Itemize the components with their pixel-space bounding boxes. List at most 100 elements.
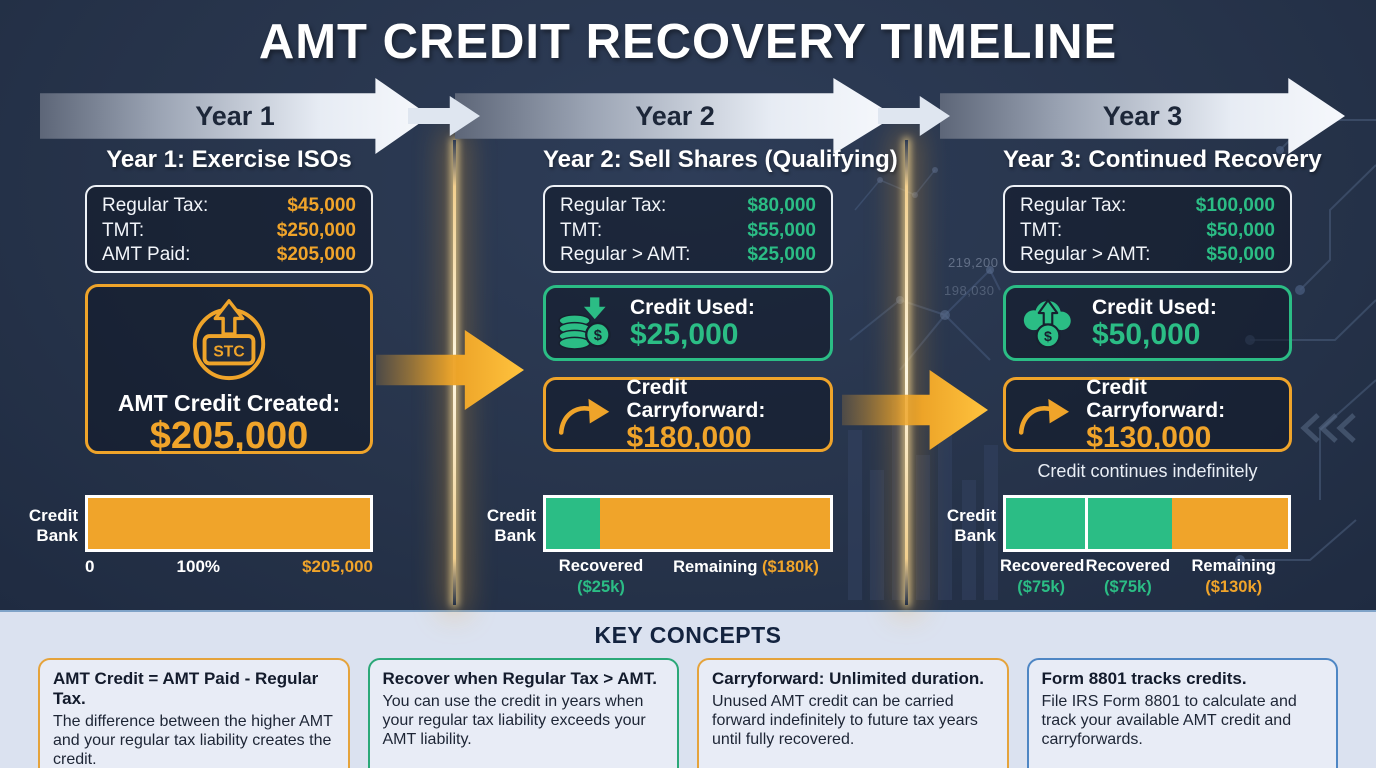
concept-body: You can use the credit in years when you… <box>382 693 646 749</box>
bar-segment-recovered <box>546 498 600 549</box>
axis-label: 0 <box>85 557 95 576</box>
concept-title: Carryforward: Unlimited duration. <box>712 669 985 688</box>
concept-body: File IRS Form 8801 to calculate and trac… <box>1041 693 1297 749</box>
credit-carryforward-box: Credit Carryforward: $180,000 <box>543 376 833 454</box>
tax-label: Regular Tax: <box>560 195 667 216</box>
bar-segment-recovered-2 <box>1084 498 1173 549</box>
credit-used-box: $ Credit Used: $25,000 <box>543 285 833 361</box>
tax-row: Regular > AMT: $50,000 <box>1020 243 1275 268</box>
tax-row: Regular Tax: $45,000 <box>102 194 356 219</box>
bank-axis-labels: 0 100% $205,000 <box>85 557 373 577</box>
tax-value: $100,000 <box>1195 195 1275 216</box>
credit-bank-bar-year3 <box>1003 495 1291 552</box>
axis-label: 100% <box>176 557 221 576</box>
concept-title: Form 8801 tracks credits. <box>1041 669 1247 688</box>
bar-segment <box>88 498 370 549</box>
credit-bank-label: Credit Bank <box>28 506 78 545</box>
segment-label: Remaining ($130k) <box>1191 557 1276 596</box>
tax-value: $250,000 <box>276 219 356 241</box>
year-banner-arrow-1: Year 1 <box>40 78 430 154</box>
bar-segment-remaining <box>1172 498 1288 549</box>
column-header: Year 3: Continued Recovery <box>1003 146 1322 173</box>
amt-credit-created-box: STC AMT Credit Created: $205,000 <box>85 284 373 457</box>
coin-stack-down-arrow-icon: $ <box>558 297 611 350</box>
credit-used-box: $ Credit Used: $50,000 <box>1003 285 1292 361</box>
banner-year-label: Year 3 <box>1102 101 1183 131</box>
concept-card: AMT Credit = AMT Paid - Regular Tax. The… <box>38 658 350 768</box>
credit-used-label: Credit Used: <box>1092 295 1217 319</box>
credit-used-label: Credit Used: <box>630 295 755 319</box>
key-concepts-cards: AMT Credit = AMT Paid - Regular Tax. The… <box>38 658 1338 768</box>
concept-card: Recover when Regular Tax > AMT. You can … <box>367 658 679 768</box>
concept-card: Form 8801 tracks credits. File IRS Form … <box>1026 658 1338 768</box>
flow-arrow-icon <box>842 370 988 450</box>
carryforward-text: Credit Carryforward: $180,000 <box>626 376 820 454</box>
tax-label: TMT: <box>102 219 145 241</box>
cloud-up-arrow-icon: $ <box>1023 299 1071 349</box>
page-title: AMT CREDIT RECOVERY TIMELINE <box>258 15 1118 69</box>
banner-connector-arrow-icon <box>878 96 950 136</box>
year-banner-arrow-2: Year 2 <box>455 78 895 154</box>
curved-arrow-icon <box>1018 398 1070 435</box>
bank-segment-labels: Recovered ($75k) Recovered ($75k) Remain… <box>1000 556 1294 597</box>
tax-row: AMT Paid: $205,000 <box>102 243 356 268</box>
tax-label: TMT: <box>560 219 603 241</box>
tax-row: Regular Tax: $80,000 <box>560 194 816 219</box>
key-concepts-section: KEY CONCEPTS AMT Credit = AMT Paid - Reg… <box>0 610 1376 768</box>
tax-label: Regular Tax: <box>102 195 209 216</box>
svg-text:$: $ <box>594 328 602 344</box>
segment-label: Recovered ($25k) <box>558 557 644 596</box>
tax-value: $50,000 <box>1206 244 1275 265</box>
tax-label: Regular Tax: <box>1020 195 1127 216</box>
banner-year-label: Year 1 <box>195 101 275 131</box>
column-year2: Year 2: Sell Shares (Qualifying) Regular… <box>543 146 898 454</box>
segment-label: Recovered ($75k) <box>1085 557 1171 596</box>
tax-row: Regular > AMT: $25,000 <box>560 243 816 268</box>
carryforward-value: $130,000 <box>1086 420 1212 454</box>
credit-bank-bar-year2 <box>543 495 833 552</box>
column-header: Year 1: Exercise ISOs <box>106 146 352 173</box>
credit-used-text: Credit Used: $50,000 <box>1092 296 1217 351</box>
segment-label: Remaining ($180k) <box>673 558 819 576</box>
tax-value: $80,000 <box>747 195 816 216</box>
segment-label: Recovered ($75k) <box>1000 557 1085 596</box>
tax-value: $45,000 <box>287 195 356 216</box>
svg-text:STC: STC <box>213 344 244 361</box>
credit-bank-label: Credit Bank <box>486 506 536 545</box>
column-header: Year 2: Sell Shares (Qualifying) <box>543 146 898 173</box>
background-chart-number: 198,030 <box>944 283 995 298</box>
bar-segment-remaining <box>599 498 830 549</box>
tax-row: Regular Tax: $100,000 <box>1020 194 1275 219</box>
tax-row: TMT: $50,000 <box>1020 219 1275 244</box>
concept-body: Unused AMT credit can be carried forward… <box>712 693 978 749</box>
credit-created-value: $205,000 <box>149 415 309 457</box>
concept-card: Carryforward: Unlimited duration. Unused… <box>697 658 1009 768</box>
year-banner-arrow-3: Year 3 <box>940 78 1345 154</box>
banknote-stc-up-arrow-icon: STC <box>192 299 266 381</box>
carryforward-label: Credit Carryforward: <box>1086 375 1226 422</box>
concept-body: The difference between the higher AMT an… <box>53 713 333 768</box>
concept-title: Recover when Regular Tax > AMT. <box>382 669 657 688</box>
flow-arrow-icon <box>376 330 524 410</box>
key-concepts-heading: KEY CONCEPTS <box>594 622 782 648</box>
svg-text:$: $ <box>1044 329 1052 345</box>
concept-title: AMT Credit = AMT Paid - Regular Tax. <box>53 669 319 708</box>
carryforward-label: Credit Carryforward: <box>626 375 766 422</box>
background-chart-number: 219,200 <box>948 255 999 270</box>
tax-value: $25,000 <box>747 244 816 265</box>
column-year3: Year 3: Continued Recovery Regular Tax: … <box>1003 146 1322 482</box>
bar-segment-recovered-1 <box>1006 498 1085 549</box>
tax-row: TMT: $250,000 <box>102 219 356 244</box>
tax-label: Regular > AMT: <box>1020 244 1151 265</box>
credit-used-value: $50,000 <box>1092 317 1201 351</box>
carryforward-text: Credit Carryforward: $130,000 <box>1086 376 1279 454</box>
tax-label: AMT Paid: <box>102 244 191 265</box>
tax-summary-box: Regular Tax: $45,000 TMT: $250,000 AMT P… <box>85 185 373 273</box>
axis-label: $205,000 <box>302 557 373 576</box>
credit-used-text: Credit Used: $25,000 <box>630 296 755 351</box>
credit-created-label: AMT Credit Created: <box>117 390 341 416</box>
tax-value: $55,000 <box>747 219 816 241</box>
divider-glow-line <box>905 140 908 605</box>
tax-label: TMT: <box>1020 219 1063 241</box>
